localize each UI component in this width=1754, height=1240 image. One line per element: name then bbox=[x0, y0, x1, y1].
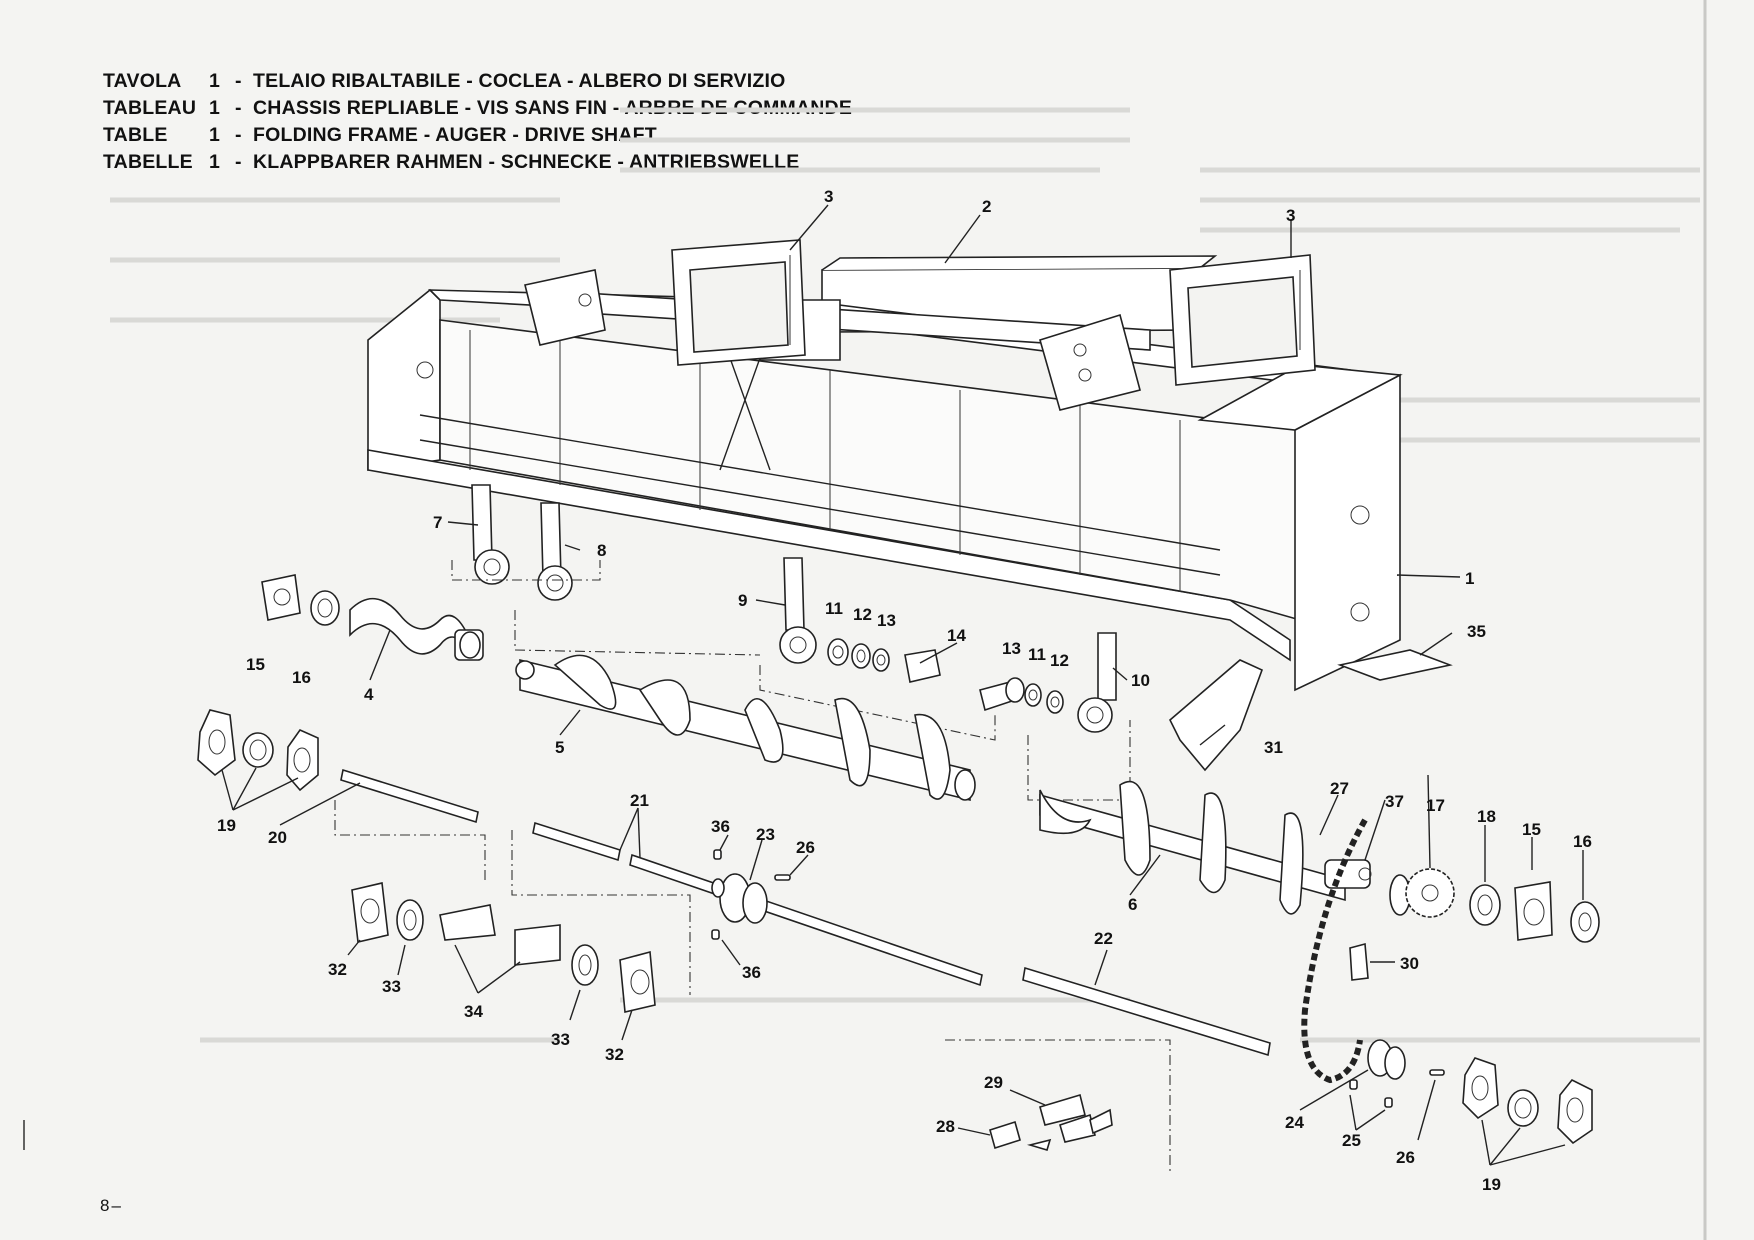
callout-33: 33 bbox=[551, 1030, 570, 1049]
page-number-dash: – bbox=[111, 1196, 121, 1215]
left-end-plate bbox=[367, 288, 441, 471]
title-prefix: TABLEAU bbox=[103, 97, 197, 119]
drive-shaft-section bbox=[629, 853, 983, 987]
shaft-sprocket bbox=[711, 849, 791, 940]
callout-10: 10 bbox=[1131, 671, 1150, 690]
callout-7: 7 bbox=[433, 513, 442, 532]
callout-8: 8 bbox=[597, 541, 606, 560]
flange-set-right bbox=[1462, 1057, 1593, 1145]
flange-bearing bbox=[261, 574, 301, 621]
title-text: CHASSIS REPLIABLE - VIS SANS FIN - ARBRE… bbox=[253, 97, 853, 119]
callout-30: 30 bbox=[1400, 954, 1419, 973]
bearing-rings bbox=[827, 638, 1064, 714]
callout-23: 23 bbox=[756, 825, 775, 844]
title-dash: - bbox=[235, 124, 242, 146]
hinge-bracket-left bbox=[524, 269, 606, 346]
page-number: 8– bbox=[100, 1196, 121, 1216]
callout-25: 25 bbox=[1342, 1131, 1361, 1150]
callout-16: 16 bbox=[292, 668, 311, 687]
callout-13: 13 bbox=[877, 611, 896, 630]
drive-shaft-section bbox=[1022, 966, 1271, 1057]
auger-right bbox=[1039, 780, 1372, 915]
callout-17: 17 bbox=[1426, 796, 1445, 815]
title-number: 1 bbox=[209, 97, 221, 119]
callout-11: 11 bbox=[1028, 645, 1046, 664]
title-italian: TAVOLA 1 - TELAIO RIBALTABILE - COCLEA -… bbox=[103, 68, 852, 95]
callout-37: 37 bbox=[1385, 792, 1404, 811]
callout-28: 28 bbox=[936, 1117, 955, 1136]
callout-2: 2 bbox=[982, 197, 991, 216]
title-number: 1 bbox=[209, 70, 221, 92]
callout-14: 14 bbox=[947, 626, 966, 645]
drive-sprocket-group bbox=[1349, 868, 1600, 981]
callout-12: 12 bbox=[853, 605, 872, 624]
callout-19: 19 bbox=[217, 816, 236, 835]
callout-19: 19 bbox=[1482, 1175, 1501, 1194]
callout-33: 33 bbox=[382, 977, 401, 996]
callout-6: 6 bbox=[1128, 895, 1137, 914]
callout-22: 22 bbox=[1094, 929, 1113, 948]
title-text: FOLDING FRAME - AUGER - DRIVE SHAFT bbox=[253, 124, 657, 146]
title-prefix: TABELLE bbox=[103, 151, 193, 173]
title-dash: - bbox=[235, 70, 242, 92]
leader-lines bbox=[221, 204, 1584, 1166]
callout-32: 32 bbox=[328, 960, 347, 979]
callout-5: 5 bbox=[555, 738, 564, 757]
callout-9: 9 bbox=[738, 591, 747, 610]
lower-sprocket-group bbox=[1349, 1039, 1445, 1108]
bearing-supports bbox=[471, 484, 1117, 733]
callout-35: 35 bbox=[1467, 622, 1486, 641]
page-number-value: 8 bbox=[100, 1196, 110, 1215]
callout-36: 36 bbox=[742, 963, 761, 982]
callout-3: 3 bbox=[1286, 206, 1295, 225]
title-french: TABLEAU 1 - CHASSIS REPLIABLE - VIS SANS… bbox=[103, 95, 852, 122]
callout-27: 27 bbox=[1330, 779, 1349, 798]
drive-shaft-section bbox=[532, 821, 621, 862]
hinge-bracket-right bbox=[1039, 313, 1141, 411]
flange-set-left bbox=[197, 709, 319, 792]
callout-18: 18 bbox=[1477, 807, 1496, 826]
callout-34: 34 bbox=[464, 1002, 483, 1021]
drive-chain bbox=[1301, 818, 1368, 1084]
chain-link-parts bbox=[989, 1093, 1113, 1151]
short-auger bbox=[261, 574, 484, 661]
drive-shaft-section bbox=[340, 768, 479, 824]
callout-26: 26 bbox=[1396, 1148, 1415, 1167]
assembly-group-outlines bbox=[334, 560, 1171, 1175]
callout-3: 3 bbox=[824, 187, 833, 206]
folding-frame bbox=[367, 239, 1453, 692]
callout-15: 15 bbox=[246, 655, 265, 674]
callout-20: 20 bbox=[268, 828, 287, 847]
callout-16: 16 bbox=[1573, 832, 1592, 851]
callout-24: 24 bbox=[1285, 1113, 1304, 1132]
title-number: 1 bbox=[209, 151, 221, 173]
callout-15: 15 bbox=[1522, 820, 1541, 839]
title-text: TELAIO RIBALTABILE - COCLEA - ALBERO DI … bbox=[253, 70, 786, 92]
callout-labels: 1 2 3 3 4 5 6 7 8 9 10 11 12 13 14 13 11… bbox=[217, 187, 1592, 1194]
callout-11: 11 bbox=[825, 599, 843, 618]
title-english: TABLE 1 - FOLDING FRAME - AUGER - DRIVE … bbox=[103, 122, 852, 149]
callout-4: 4 bbox=[364, 685, 374, 704]
title-dash: - bbox=[235, 151, 242, 173]
shaft-bearings-left bbox=[351, 882, 656, 1013]
callout-21: 21 bbox=[630, 791, 649, 810]
callout-1: 1 bbox=[1465, 569, 1474, 588]
title-prefix: TABLE bbox=[103, 124, 168, 146]
callout-32: 32 bbox=[605, 1045, 624, 1064]
title-prefix: TAVOLA bbox=[103, 70, 182, 92]
table-title-block: TAVOLA 1 - TELAIO RIBALTABILE - COCLEA -… bbox=[103, 68, 852, 176]
reverse-side-show-through bbox=[110, 107, 1700, 1043]
callout-29: 29 bbox=[984, 1073, 1003, 1092]
callout-26: 26 bbox=[796, 838, 815, 857]
title-number: 1 bbox=[209, 124, 221, 146]
deflector-bracket bbox=[1169, 659, 1264, 772]
auger-left bbox=[515, 654, 976, 802]
callout-13: 13 bbox=[1002, 639, 1021, 658]
title-dash: - bbox=[235, 97, 242, 119]
callout-36: 36 bbox=[711, 817, 730, 836]
callout-31: 31 bbox=[1264, 738, 1283, 757]
callout-12: 12 bbox=[1050, 651, 1069, 670]
